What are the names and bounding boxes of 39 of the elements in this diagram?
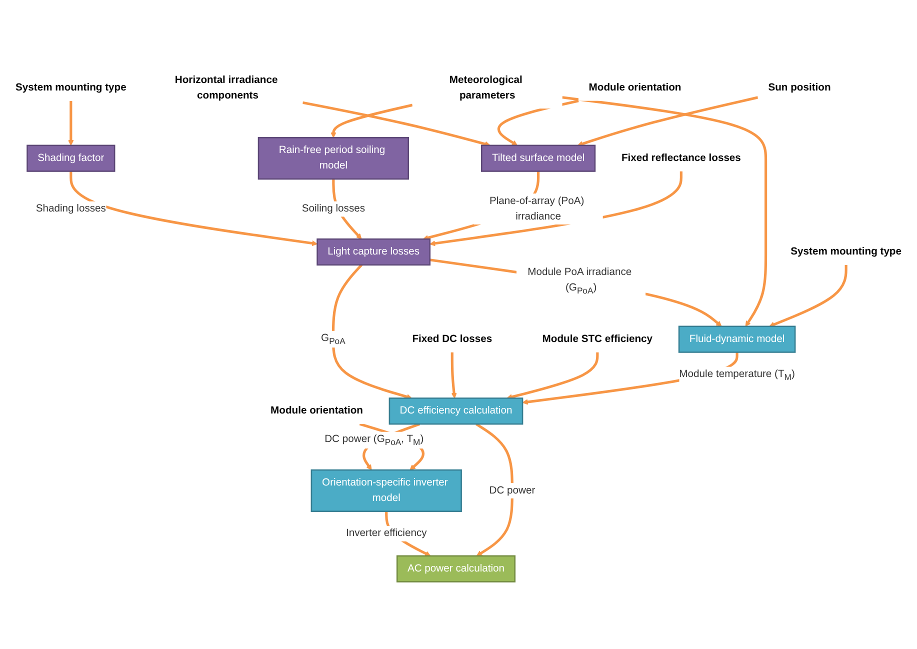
- arrow: [330, 104, 413, 138]
- arrow: [302, 101, 490, 147]
- arrow: [430, 171, 682, 246]
- arrow: [577, 96, 758, 146]
- edge-label: Inverter efficiency: [346, 528, 427, 539]
- edge-label: Soiling losses: [302, 203, 366, 214]
- node-text: Module STC efficiency: [542, 333, 653, 344]
- node-text: Sun position: [768, 82, 831, 94]
- arrow: [450, 352, 457, 398]
- edge-label: DC power (G$_{PoA}$, T$_{M}$): [324, 434, 424, 447]
- edge-label: Plane-of-array (PoA) irradiance: [489, 195, 584, 222]
- edge-label: Shading losses: [36, 203, 106, 214]
- node-text: System mounting type: [790, 246, 902, 258]
- node-text: Fixed reflectance losses: [621, 152, 741, 164]
- node-text: Fixed DC losses: [412, 333, 492, 344]
- node-box: Tilted surface model: [480, 144, 596, 172]
- arrow: [70, 171, 318, 246]
- node-box: Light capture losses: [316, 238, 431, 266]
- node-box: Rain-free period soiling model: [258, 137, 409, 180]
- node-text: Horizontal irradiance components: [174, 74, 278, 101]
- edge-label: Module temperature (T$_{M}$): [679, 368, 795, 382]
- arrow: [68, 100, 74, 146]
- edge-label: Module PoA irradiance (G$_{PoA}$): [528, 266, 632, 296]
- edge-label: G$_{PoA}$: [321, 332, 346, 346]
- node-text: System mounting type: [16, 82, 126, 94]
- arrow: [430, 258, 722, 327]
- arrow: [506, 352, 599, 400]
- node-text: Module orientation: [270, 405, 363, 416]
- arrow: [769, 264, 848, 328]
- edge-label: DC power: [489, 484, 536, 496]
- arrow: [497, 100, 579, 146]
- node-box: Orientation-specific inverter model: [310, 469, 462, 512]
- node-box: Fluid-dynamic model: [678, 326, 796, 353]
- arrow: [332, 264, 412, 400]
- node-box: Shading factor: [26, 144, 116, 172]
- arrow: [476, 422, 514, 556]
- node-box: AC power calculation: [396, 555, 516, 582]
- arrow: [562, 96, 768, 327]
- node-box: DC efficiency calculation: [388, 398, 524, 425]
